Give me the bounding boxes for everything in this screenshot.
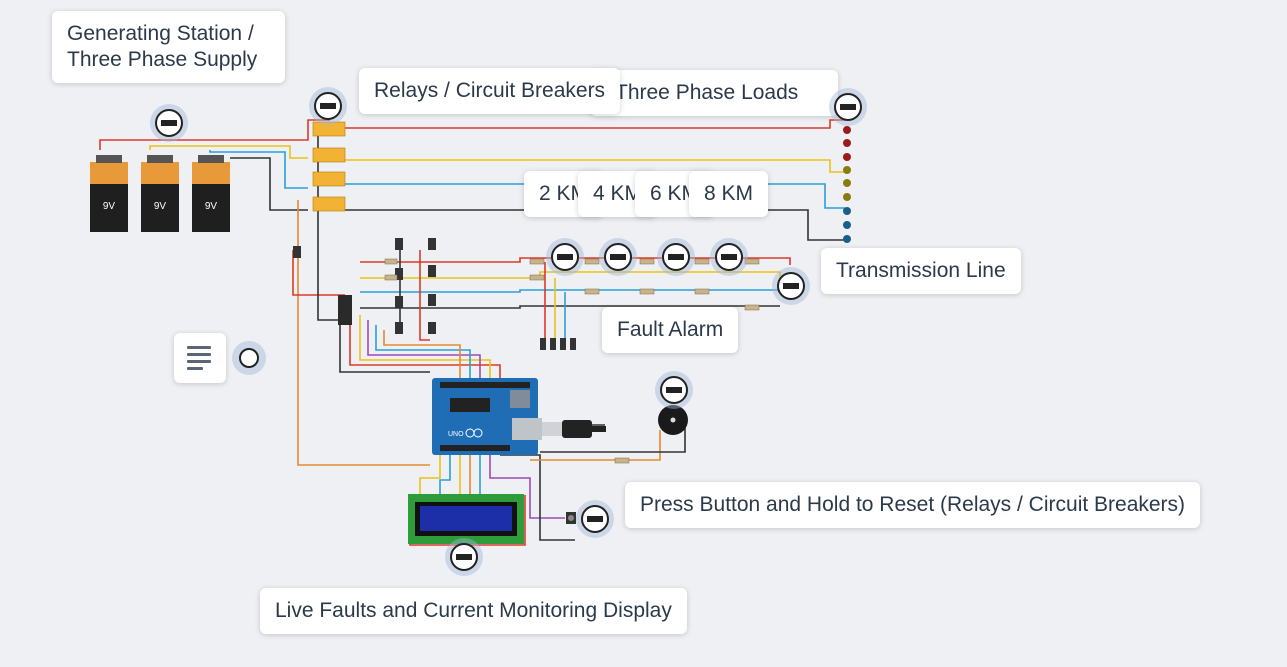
marker-display[interactable] [445,538,483,576]
callout-2km-label: 2 KM [539,182,589,205]
svg-text:UNO: UNO [448,431,464,438]
callout-reset-button: Press Button and Hold to Reset (Relays /… [625,482,1201,528]
callout-generating-station: Generating Station / Three Phase Supply [52,11,285,83]
marker-three-phase-loads[interactable] [829,88,867,126]
marker-2km[interactable] [546,238,584,276]
minus-circle-icon [314,92,342,120]
minus-circle-icon [604,243,632,271]
minus-circle-icon [715,243,743,271]
minus-circle-icon [581,505,609,533]
notes-button[interactable] [174,333,226,383]
callout-display-label: Live Faults and Current Monitoring Displ… [275,599,672,622]
callout-transmission-line-label: Transmission Line [836,259,1006,282]
battery-2-label: 9V [154,201,167,212]
callout-8km-label: 8 KM [704,182,754,205]
callout-6km-label: 6 KM [650,182,700,205]
minus-circle-icon [155,109,183,137]
callout-reset-button-label: Press Button and Hold to Reset (Relays /… [640,493,1186,516]
battery-1-label: 9V [103,201,116,212]
callout-relays-label: Relays / Circuit Breakers [374,79,606,102]
callout-three-phase-loads-label: Three Phase Loads [615,81,799,104]
minus-circle-icon [834,93,862,121]
marker-relays[interactable] [309,87,347,125]
callout-fault-alarm-label: Fault Alarm [617,318,724,341]
circle-icon [239,348,259,368]
lcd-display [408,494,524,544]
battery-3-label: 9V [205,201,218,212]
marker-fault-alarm[interactable] [655,371,693,409]
minus-circle-icon [777,272,805,300]
battery-pack: 9V 9V 9V [90,155,230,232]
current-sensor-pins [540,338,576,350]
reset-pushbutton [566,512,576,524]
buzzer [658,405,688,435]
multiplexer-chip [338,295,352,325]
usb-cable [542,420,606,438]
minus-circle-icon [450,543,478,571]
marker-6km[interactable] [657,238,695,276]
load-leds [843,126,851,243]
resistors [384,258,760,464]
marker-8km[interactable] [710,238,748,276]
callout-fault-alarm: Fault Alarm [602,307,739,353]
callout-three-phase-loads: Three Phase Loads [590,70,838,116]
callout-transmission-line: Transmission Line [821,248,1021,294]
minus-circle-icon [662,243,690,271]
minus-circle-icon [551,243,579,271]
arduino-uno: UNO [432,378,542,455]
battery-1: 9V [90,155,128,232]
callout-8km: 8 KM [689,171,769,217]
marker-transmission-line[interactable] [772,267,810,305]
marker-reset-button[interactable] [576,500,614,538]
battery-2: 9V [141,155,179,232]
callout-4km-label: 4 KM [593,182,643,205]
relay-bank [312,121,346,212]
marker-4km[interactable] [599,238,637,276]
callout-display: Live Faults and Current Monitoring Displ… [260,588,687,634]
battery-3: 9V [192,155,230,232]
callout-relays: Relays / Circuit Breakers [359,68,621,114]
notes-toggle[interactable] [232,341,266,375]
marker-generating-station[interactable] [150,104,188,142]
minus-circle-icon [660,376,688,404]
callout-generating-station-label: Generating Station / Three Phase Supply [67,22,258,71]
fault-switches [293,238,436,334]
